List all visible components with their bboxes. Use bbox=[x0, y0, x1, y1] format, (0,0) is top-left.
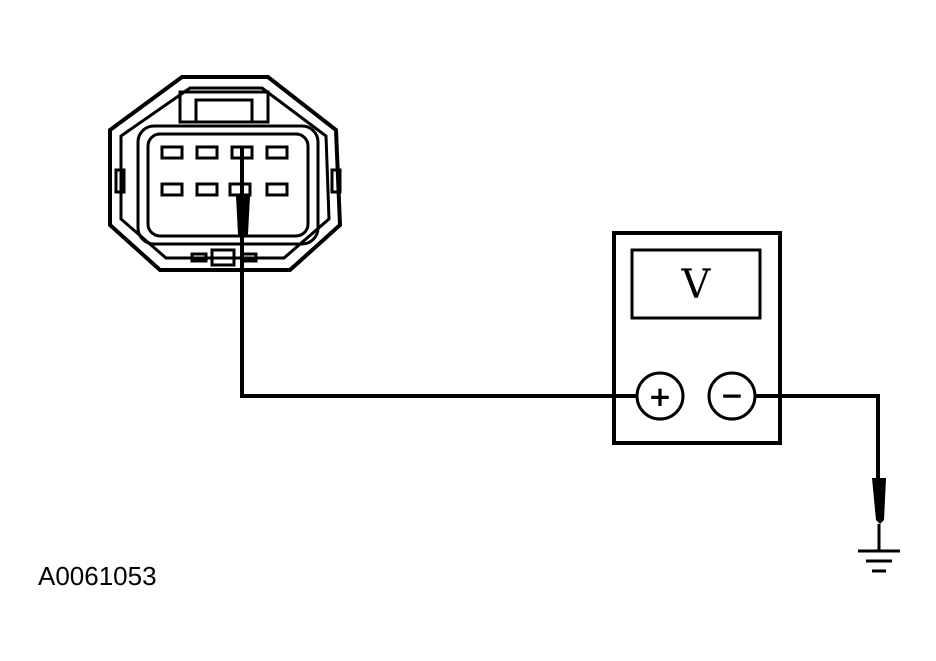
test-lead-positive bbox=[240, 148, 638, 398]
connector-pin-6 bbox=[195, 182, 219, 197]
connector-pin-cavity bbox=[136, 124, 320, 246]
positive-terminal bbox=[635, 371, 685, 421]
connector-outer-housing bbox=[108, 75, 343, 272]
connector-locking-tab-inner bbox=[194, 98, 254, 124]
ground-icon bbox=[858, 549, 900, 573]
connector-side-tab-right bbox=[330, 168, 342, 194]
multimeter-display bbox=[630, 248, 762, 320]
figure-id: A0061053 bbox=[38, 561, 157, 591]
connector-side-tab-left bbox=[114, 168, 126, 194]
test-lead-negative bbox=[754, 394, 880, 484]
connector-pin-2 bbox=[195, 145, 219, 160]
connector-pin-1 bbox=[160, 145, 184, 160]
multimeter-display-symbol: V bbox=[681, 262, 712, 308]
connector-pin-8 bbox=[265, 182, 289, 197]
connector-pin-4 bbox=[265, 145, 289, 160]
connector-inner-housing bbox=[119, 86, 331, 260]
connector-pin-5 bbox=[160, 182, 184, 197]
negative-terminal-sign: − bbox=[720, 379, 743, 412]
ground-probe bbox=[872, 478, 886, 550]
multimeter-body bbox=[612, 231, 782, 445]
connector-key-center bbox=[210, 248, 236, 267]
positive-terminal-sign: + bbox=[648, 380, 671, 413]
connector-8-pin bbox=[108, 75, 343, 272]
connector-key-left bbox=[190, 252, 208, 263]
multimeter: V + − bbox=[612, 231, 782, 445]
connector-pin-cavity-inner bbox=[146, 132, 310, 238]
connector-locking-tab bbox=[178, 90, 270, 124]
